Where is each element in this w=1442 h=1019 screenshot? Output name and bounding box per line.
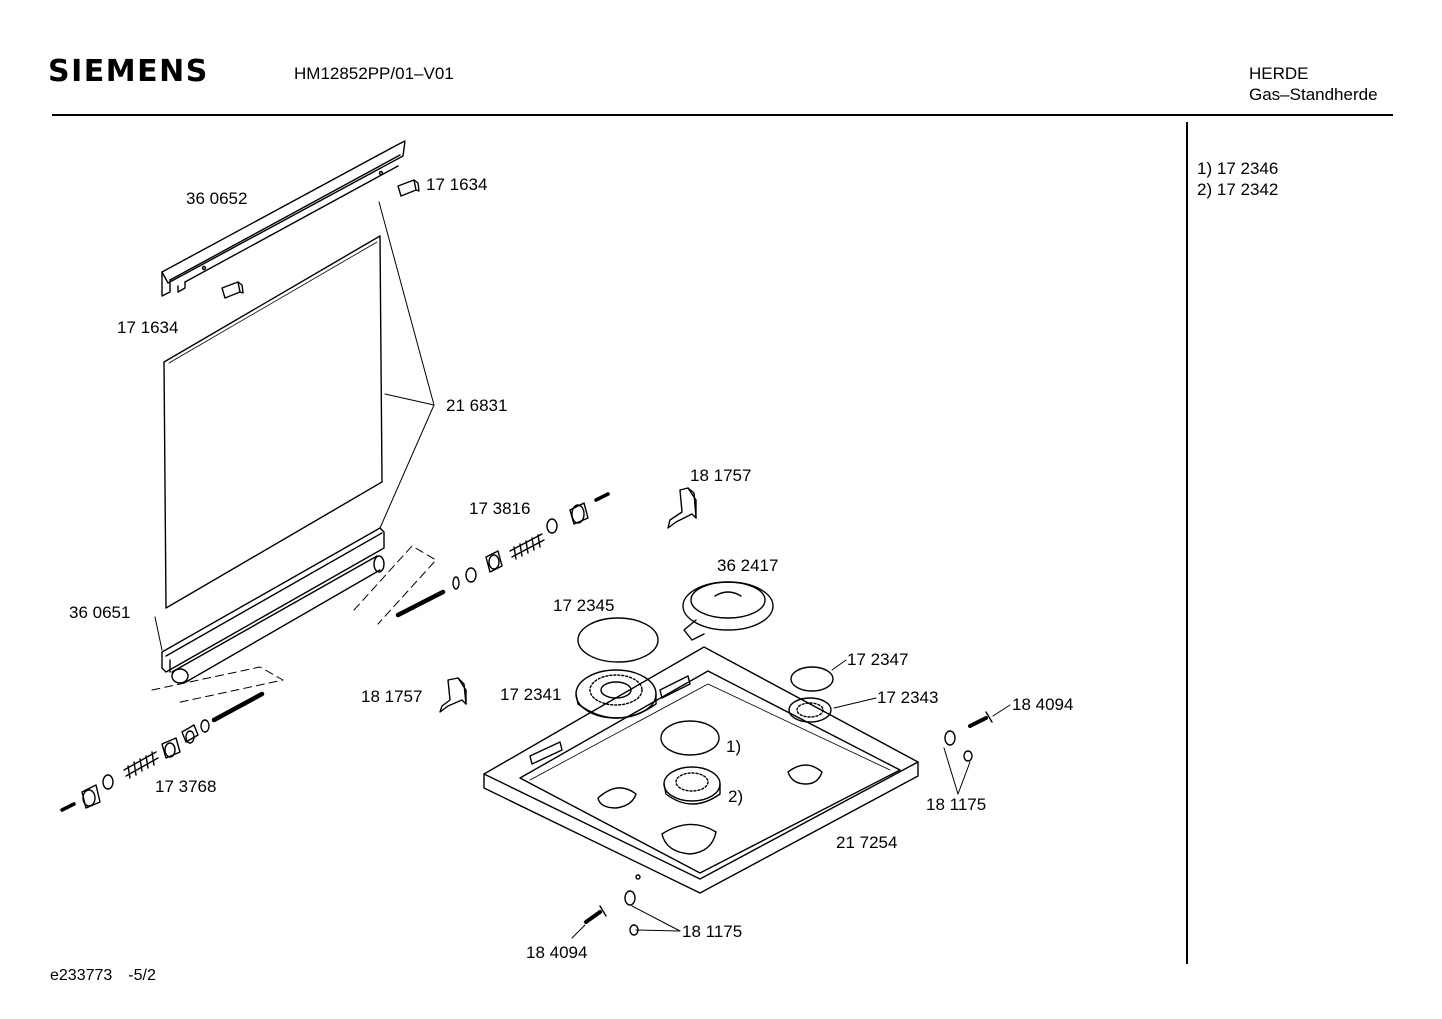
callout-note-1: 1)	[726, 737, 742, 756]
callout-181757-b: 18 1757	[361, 687, 423, 706]
cap-17-2347	[790, 666, 834, 692]
callout-173768: 17 3768	[155, 777, 217, 796]
subcategory: Gas–Standherde	[1249, 85, 1378, 104]
callout-172345: 17 2345	[553, 596, 615, 615]
callout-172343: 17 2343	[877, 688, 939, 707]
assembly-guide-lines	[151, 545, 437, 704]
glass-panel	[163, 235, 383, 609]
callout-171634-a: 17 1634	[426, 175, 488, 194]
bracket-181757-top	[667, 487, 697, 529]
cooktop-plate	[483, 646, 919, 894]
footer-page: -5/2	[128, 967, 156, 984]
note-1: 1) 17 2346	[1197, 159, 1279, 178]
callout-216831: 21 6831	[446, 396, 508, 415]
hinge-assembly-173816	[452, 492, 610, 590]
brand-logo: SIEMENS	[48, 54, 209, 89]
callout-181175-b: 18 1175	[682, 922, 743, 941]
washer-181175-front	[624, 890, 636, 906]
hinge-assembly-173768	[60, 719, 210, 812]
callout-172341: 17 2341	[500, 685, 562, 704]
callout-184094-a: 18 4094	[1012, 695, 1074, 714]
bottom-door-rail	[161, 527, 385, 684]
callout-note-2: 2)	[728, 787, 744, 806]
callout-217254: 21 7254	[836, 833, 898, 852]
header-divider	[52, 114, 1393, 116]
clip-171634-bottom	[221, 281, 244, 299]
callout-171634-b: 17 1634	[117, 318, 179, 337]
hinge-rods	[211, 589, 446, 723]
cap-17-2345	[577, 617, 659, 663]
burner-36-2417	[682, 581, 774, 641]
burner-seat-right	[787, 764, 823, 785]
burner-seat-left	[597, 787, 637, 809]
screw-184094-right	[968, 711, 993, 728]
cap-note-1	[660, 720, 720, 756]
note-2: 2) 17 2342	[1197, 180, 1279, 199]
screw-184094-front	[584, 905, 607, 924]
clip-171634-top	[397, 179, 420, 197]
callout-172347: 17 2347	[847, 650, 909, 669]
bracket-181757-bottom	[439, 677, 467, 713]
callout-360652: 36 0652	[186, 189, 248, 208]
callout-181175-a: 18 1175	[926, 795, 987, 814]
washer-181175-right	[944, 730, 956, 746]
callout-184094-b: 18 4094	[526, 943, 588, 962]
top-door-rail	[161, 140, 406, 297]
notes-divider	[1186, 122, 1188, 964]
category: HERDE	[1249, 64, 1309, 83]
callout-173816: 17 3816	[469, 499, 531, 518]
burner-17-2343	[788, 697, 832, 723]
callout-362417: 36 2417	[717, 556, 779, 575]
footer-doc-id: e233773-5/2	[50, 967, 156, 984]
leader-lines	[154, 201, 1011, 939]
burner-note-2	[663, 766, 721, 805]
nut-181175-right	[963, 750, 973, 762]
model-number: HM12852PP/01–V01	[294, 64, 454, 83]
burner-seat-front	[661, 823, 717, 855]
callout-181757-a: 18 1757	[690, 466, 752, 485]
burner-17-2341	[575, 669, 657, 719]
callout-360651: 36 0651	[69, 603, 131, 622]
